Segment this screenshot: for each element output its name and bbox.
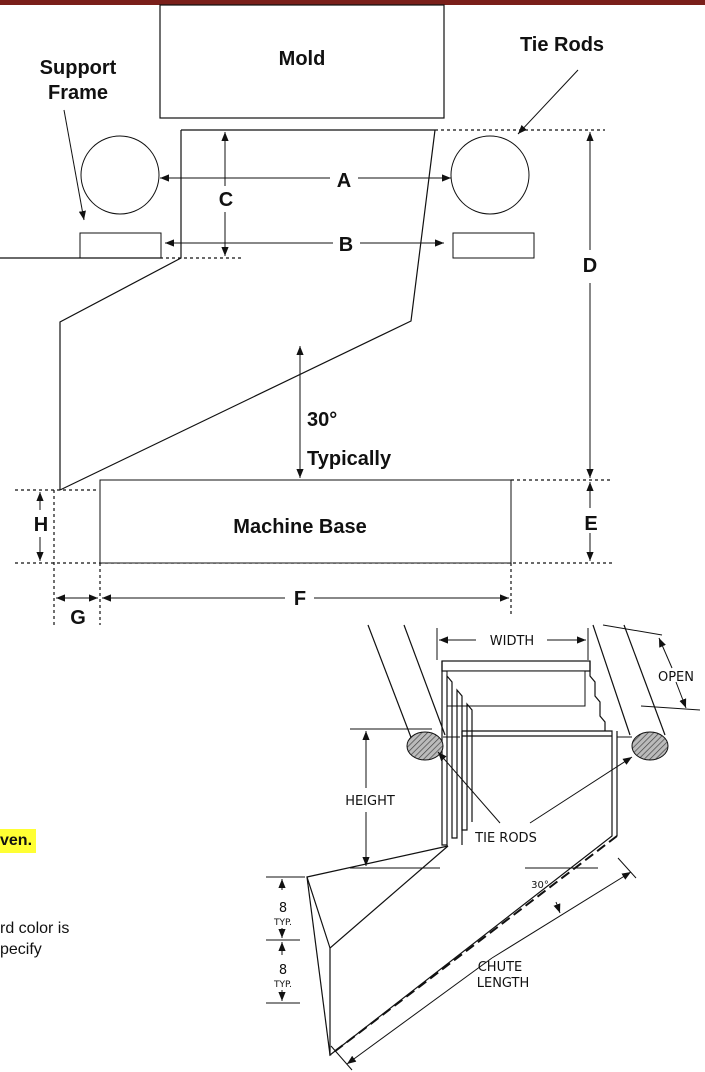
chute-length-ext-bottom [330, 1045, 353, 1071]
dim-g-label: G [70, 607, 86, 629]
chute-length-label-line1: CHUTE [478, 960, 523, 975]
chute-end-bottom [306, 876, 331, 1056]
chute-length-arrow-up [491, 871, 632, 959]
support-frame-leader [63, 109, 86, 221]
dim-f-label: F [294, 588, 306, 610]
dim-c-label: C [219, 189, 233, 211]
top-accent-bar [0, 0, 705, 5]
highlighted-note: ven. [0, 829, 37, 853]
note-body: rd color is pecify [0, 918, 160, 960]
dim-h-label: H [34, 514, 48, 536]
tie-rods-leader-left [437, 751, 501, 824]
dim-a-label: A [337, 170, 351, 192]
machine-base-label: Machine Base [233, 516, 366, 538]
chute-top-frame-outer [441, 660, 591, 672]
angle-label-line1: 30° [307, 409, 337, 431]
chute-angle-label: 30° [531, 880, 549, 891]
note-body-line1: rd color is [0, 920, 70, 937]
open-label: OPEN [658, 670, 694, 685]
chute-tie-rods-label: TIE RODS [474, 831, 537, 846]
chute-profile-right [59, 129, 436, 491]
support-frame-left-box [79, 232, 162, 259]
support-frame-label-line1: Support [40, 57, 117, 79]
tie-rods-leader [517, 69, 579, 135]
angle-label-line2: Typically [307, 448, 392, 470]
width-label: WIDTH [490, 634, 534, 649]
open-ext-2 [640, 705, 701, 711]
chute-tie-rod-line-2 [403, 624, 446, 736]
chute-bottom-dashed-edge [329, 835, 618, 1056]
support-frame-label-line2: Frame [48, 82, 108, 104]
mold-label: Mold [279, 48, 326, 70]
angle-marker [553, 901, 561, 914]
eight-top-typ: TYP. [273, 918, 292, 928]
open-arrow-down [675, 681, 687, 709]
chute-front-face [329, 730, 613, 1057]
eight-top-value: 8 [279, 901, 287, 916]
chute-stepped-left [441, 661, 473, 846]
dim-b-label: B [339, 234, 353, 256]
height-label: HEIGHT [345, 794, 395, 809]
tie-rod-left-circle [80, 135, 160, 215]
tie-rod-right-circle [450, 135, 530, 215]
chute-length-ext-top [617, 857, 637, 879]
mold-box [159, 4, 445, 119]
eight-bottom-value: 8 [279, 963, 287, 978]
chute-stepped-right [589, 661, 606, 731]
chute-tie-rod-right-section [631, 731, 669, 761]
chute-profile [59, 130, 182, 490]
chute-length-label-line2: LENGTH [477, 976, 530, 991]
dim-e-label: E [584, 513, 597, 535]
tie-rods-leader-right [529, 756, 633, 824]
eight-bottom-typ: TYP. [273, 980, 292, 990]
top-diagram: Mold Tie Rods Support Frame [0, 4, 612, 629]
chute-end-face [306, 845, 449, 949]
chute-tie-rod-line-3 [592, 624, 631, 736]
dim-d-label: D [583, 255, 597, 277]
open-ext-1 [602, 624, 663, 636]
chute-length-arrow-down [346, 957, 493, 1065]
note-body-line2: pecify [0, 941, 42, 958]
machine-base-box [99, 479, 512, 564]
chute-tie-rod-line-1 [367, 624, 413, 741]
chute-top-frame-inner [446, 670, 586, 707]
support-frame-right-box [452, 232, 535, 259]
chute-tie-rod-line-4 [623, 624, 666, 736]
tie-rods-label: Tie Rods [520, 34, 604, 56]
chute-tie-rod-left-section [406, 731, 444, 761]
chute-diagram: WIDTH OPEN [266, 624, 701, 1071]
open-arrow-up [658, 637, 673, 669]
